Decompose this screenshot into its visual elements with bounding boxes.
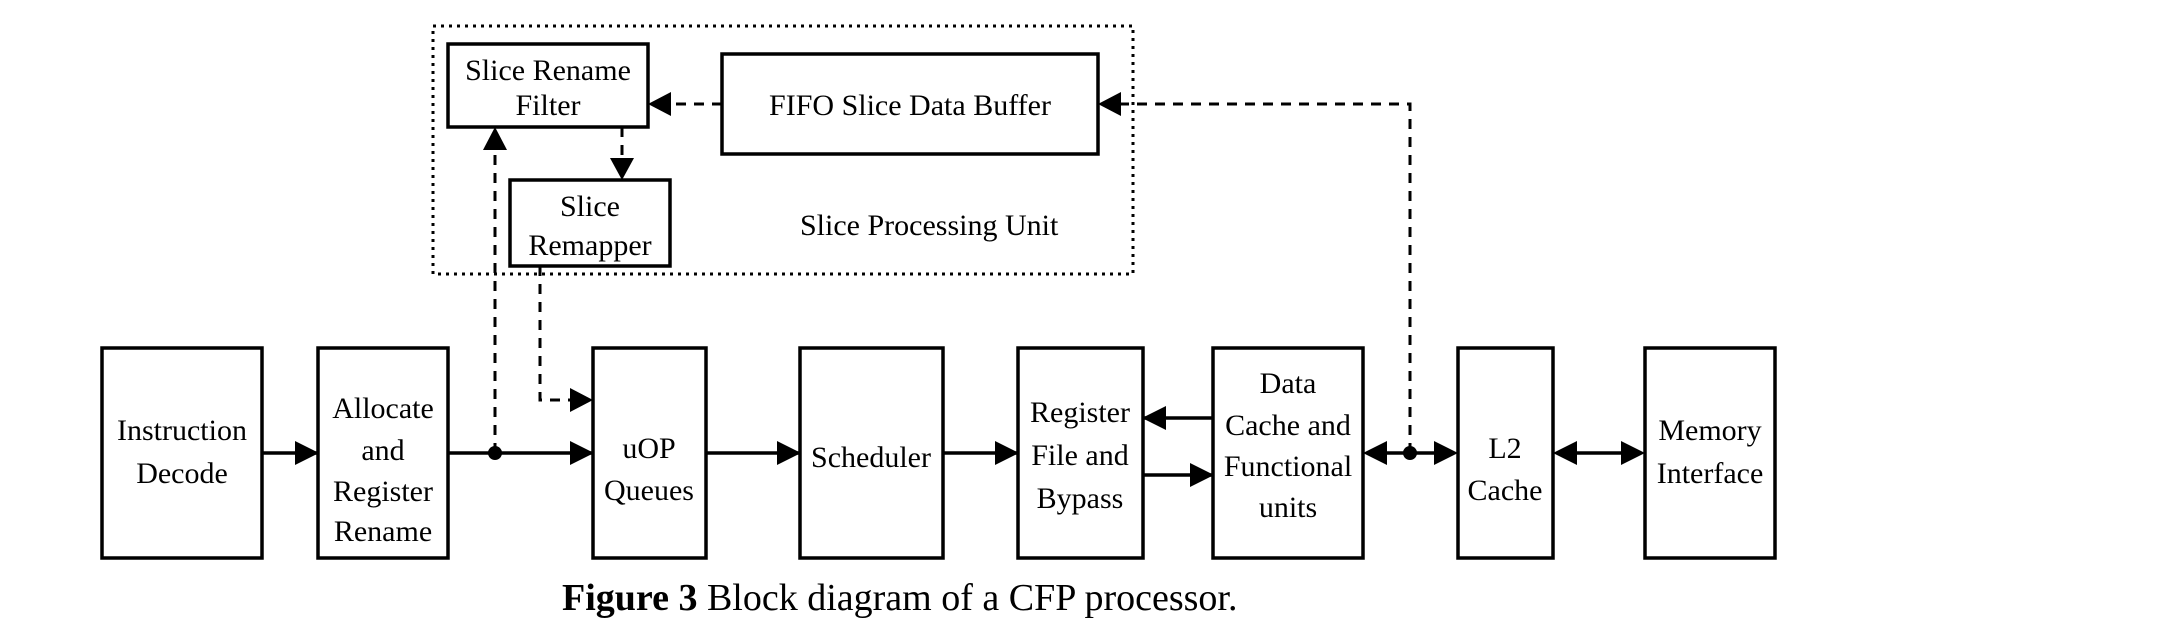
allocate-label-4: Rename xyxy=(334,515,432,548)
register-file-label-2: File and xyxy=(1031,439,1129,472)
allocate-register-rename-box xyxy=(316,346,450,560)
slice-processing-unit-label: Slice Processing Unit xyxy=(800,209,1059,242)
l2-cache-label-2: Cache xyxy=(1468,474,1543,507)
arrowhead-left-l2 xyxy=(1553,441,1577,465)
register-file-label-3: Bypass xyxy=(1037,482,1124,515)
allocate-label-1: Allocate xyxy=(332,392,434,425)
data-cache-label-3: Functional xyxy=(1224,450,1352,483)
arrowhead-right-memory xyxy=(1621,441,1645,465)
instruction-decode-box xyxy=(100,346,264,560)
figure-caption-bold: Figure 3 xyxy=(562,577,697,619)
figure-caption: Figure 3 Block diagram of a CFP processo… xyxy=(562,577,1237,619)
scheduler-box xyxy=(798,346,945,560)
data-cache-label-1: Data xyxy=(1260,367,1317,400)
instruction-decode-label-1: Instruction xyxy=(117,414,247,447)
arrowhead-left-datacache xyxy=(1363,441,1387,465)
allocate-label-2: and xyxy=(361,434,404,467)
memory-interface-box xyxy=(1643,346,1777,560)
memory-interface-label-2: Interface xyxy=(1657,457,1764,490)
arrowhead-down-remapper xyxy=(610,158,634,180)
dashed-remapper-to-uop xyxy=(538,266,570,402)
arrowhead-right-uop xyxy=(570,388,593,412)
fifo-slice-data-buffer-label: FIFO Slice Data Buffer xyxy=(769,89,1051,122)
fifo-slice-data-buffer-box xyxy=(720,52,1100,156)
figure-caption-text: Block diagram of a CFP processor. xyxy=(697,577,1237,619)
scheduler-label: Scheduler xyxy=(811,441,931,474)
uop-queues-label-1: uOP xyxy=(622,432,675,465)
register-file-bypass-box xyxy=(1016,346,1145,560)
instruction-decode-label-2: Decode xyxy=(136,457,228,490)
slice-rename-filter-label-2: Filter xyxy=(516,89,581,122)
uop-queues-label-2: Queues xyxy=(604,474,694,507)
allocate-label-3: Register xyxy=(333,475,433,508)
l2-cache-label-1: L2 xyxy=(1488,432,1521,465)
slice-rename-filter-label-1: Slice Rename xyxy=(465,54,631,87)
slice-processing-unit-container xyxy=(431,24,1135,276)
arrowhead-right-l2 xyxy=(1434,441,1458,465)
slice-remapper-box xyxy=(508,178,672,268)
data-cache-functional-units-box xyxy=(1211,346,1365,560)
data-cache-label-2: Cache and xyxy=(1225,409,1351,442)
slice-remapper-label-2: Remapper xyxy=(528,229,651,262)
slice-remapper-label-1: Slice xyxy=(560,190,620,223)
data-cache-label-4: units xyxy=(1259,491,1317,524)
arrowhead-left-fifo xyxy=(1098,92,1121,116)
slice-rename-filter-box xyxy=(446,42,650,129)
arrowhead-left-filter xyxy=(648,92,671,116)
memory-interface-label-1: Memory xyxy=(1658,414,1761,447)
arrowhead-up-rename-filter xyxy=(483,127,507,150)
dashed-datacache-to-fifo xyxy=(1121,102,1412,453)
register-file-label-1: Register xyxy=(1030,396,1130,429)
